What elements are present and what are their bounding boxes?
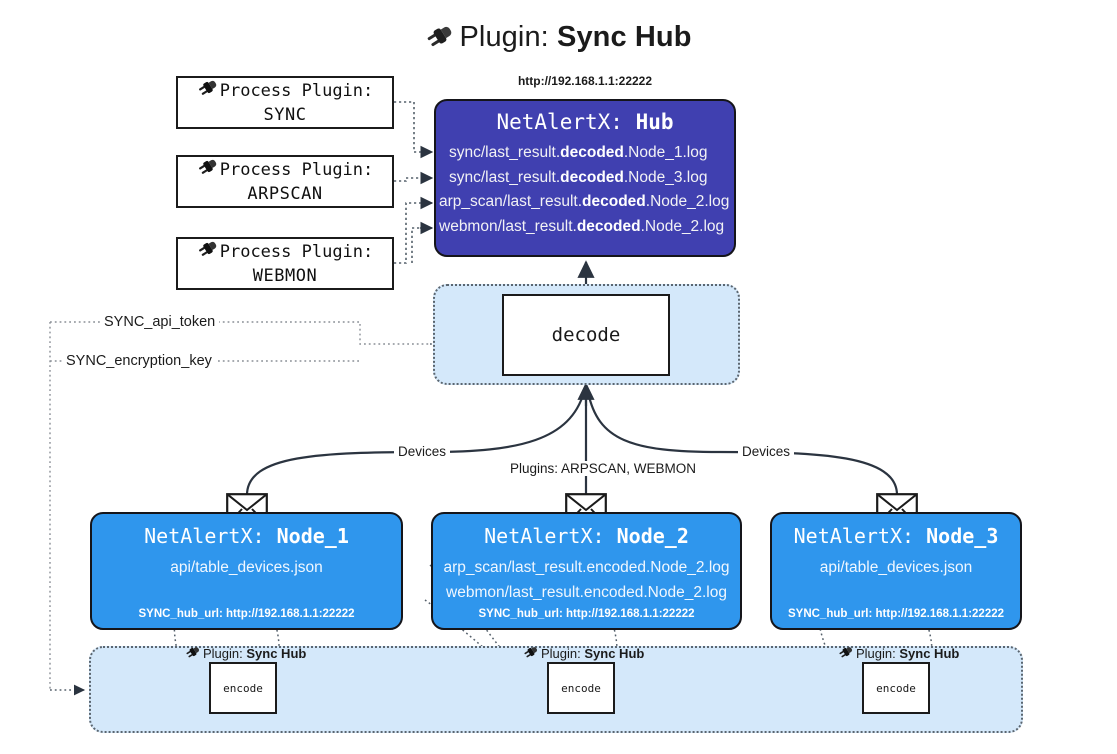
plugin-tag-name: Sync Hub (899, 646, 960, 661)
node-title-name: Node_2 (616, 524, 689, 548)
hub-log-line: webmon/last_result.decoded.Node_2.log (439, 217, 725, 235)
decode-box[interactable]: decode (502, 294, 670, 376)
node-title: NetAlertX: Node_1 (92, 524, 401, 548)
sync-api-token-label: SYNC_api_token (100, 314, 220, 330)
edge-label-plugins: Plugins: ARPSCAN, WEBMON (506, 461, 701, 476)
node-lines: arp_scan/last_result.encoded.Node_2.log … (433, 555, 740, 605)
node-title-prefix: NetAlertX: (793, 524, 915, 548)
hub-lines: sync/last_result.decoded.Node_1.log sync… (436, 141, 734, 239)
plug-icon (185, 645, 201, 662)
process-plugin-name: SYNC (263, 105, 307, 125)
hub-title-name: Hub (635, 110, 674, 134)
plug-icon (197, 78, 219, 104)
sync-encryption-key-label: SYNC_encryption_key (62, 353, 216, 369)
hub-url-label: http://192.168.1.1:22222 (517, 74, 653, 88)
node-line: arp_scan/last_result.encoded.Node_2.log (443, 559, 730, 576)
process-plugin-label: Process Plugin: (219, 159, 374, 180)
node-box-node-1[interactable]: NetAlertX: Node_1 api/table_devices.json… (90, 512, 403, 630)
node-title-prefix: NetAlertX: (144, 524, 265, 548)
encode-box-node-2[interactable]: encode (547, 662, 615, 714)
plugin-tag-name: Sync Hub (246, 646, 307, 661)
hub-box[interactable]: NetAlertX: Hub sync/last_result.decoded.… (434, 99, 736, 257)
edge-webmon-b (411, 227, 420, 263)
node-hub-url: SYNC_hub_url: http://192.168.1.1:22222 (138, 608, 355, 620)
encode-box-node-3[interactable]: encode (862, 662, 930, 714)
plugin-tag-prefix: Plugin: (541, 646, 581, 661)
hub-log-line: sync/last_result.decoded.Node_3.log (449, 168, 708, 186)
node-line: api/table_devices.json (170, 559, 323, 576)
node-title-prefix: NetAlertX: (484, 524, 605, 548)
node-title: NetAlertX: Node_2 (433, 524, 740, 548)
node-lines: api/table_devices.json (92, 555, 401, 580)
plugin-tag-prefix: Plugin: (856, 646, 896, 661)
node-lines: api/table_devices.json (772, 555, 1020, 580)
node-hub-url: SYNC_hub_url: http://192.168.1.1:22222 (478, 608, 695, 620)
edge-webmon-a (394, 202, 420, 264)
process-plugin-sync-box[interactable]: Process Plugin: SYNC (176, 76, 394, 129)
node-hub-url: SYNC_hub_url: http://192.168.1.1:22222 (787, 608, 1005, 620)
node-box-node-2[interactable]: NetAlertX: Node_2 arp_scan/last_result.e… (431, 512, 742, 630)
edge-label-devices-right: Devices (738, 444, 795, 459)
process-plugin-name: WEBMON (252, 266, 318, 286)
plug-icon (425, 17, 455, 63)
title-name: Sync Hub (557, 21, 692, 53)
node-line: api/table_devices.json (819, 559, 973, 576)
plugin-tag-name: Sync Hub (584, 646, 645, 661)
encode-box-node-1[interactable]: encode (209, 662, 277, 714)
hub-log-line: sync/last_result.decoded.Node_1.log (449, 144, 708, 161)
edge-arpscan-to-hub (394, 177, 424, 182)
plug-icon (197, 157, 219, 183)
node-title-name: Node_3 (926, 524, 999, 548)
process-plugin-label: Process Plugin: (219, 241, 374, 262)
process-plugin-arpscan-box[interactable]: Process Plugin: ARPSCAN (176, 155, 394, 208)
page-title: Plugin: Sync Hub (0, 14, 1117, 63)
plugin-tag-node-3: Plugin: Sync Hub (838, 645, 959, 662)
plugin-tag-node-1: Plugin: Sync Hub (185, 645, 306, 662)
plugin-tag-prefix: Plugin: (203, 646, 243, 661)
node-line: webmon/last_result.encoded.Node_2.log (446, 584, 727, 601)
hub-title: NetAlertX: Hub (436, 110, 734, 134)
node-title-name: Node_1 (276, 524, 349, 548)
plug-icon (197, 239, 219, 265)
node-box-node-3[interactable]: NetAlertX: Node_3 api/table_devices.json… (770, 512, 1022, 630)
process-plugin-name: ARPSCAN (247, 184, 323, 204)
edge-label-devices-left: Devices (394, 444, 451, 459)
plugin-tag-node-2: Plugin: Sync Hub (523, 645, 644, 662)
process-plugin-label: Process Plugin: (219, 80, 374, 101)
hub-log-line: arp_scan/last_result.decoded.Node_2.log (439, 193, 730, 210)
edge-sync-to-hub (394, 101, 415, 152)
process-plugin-webmon-box[interactable]: Process Plugin: WEBMON (176, 237, 394, 290)
plug-icon (838, 645, 854, 662)
node-title: NetAlertX: Node_3 (772, 524, 1020, 548)
title-prefix: Plugin: (459, 21, 549, 53)
hub-title-prefix: NetAlertX: (496, 110, 623, 134)
plug-icon (523, 645, 539, 662)
